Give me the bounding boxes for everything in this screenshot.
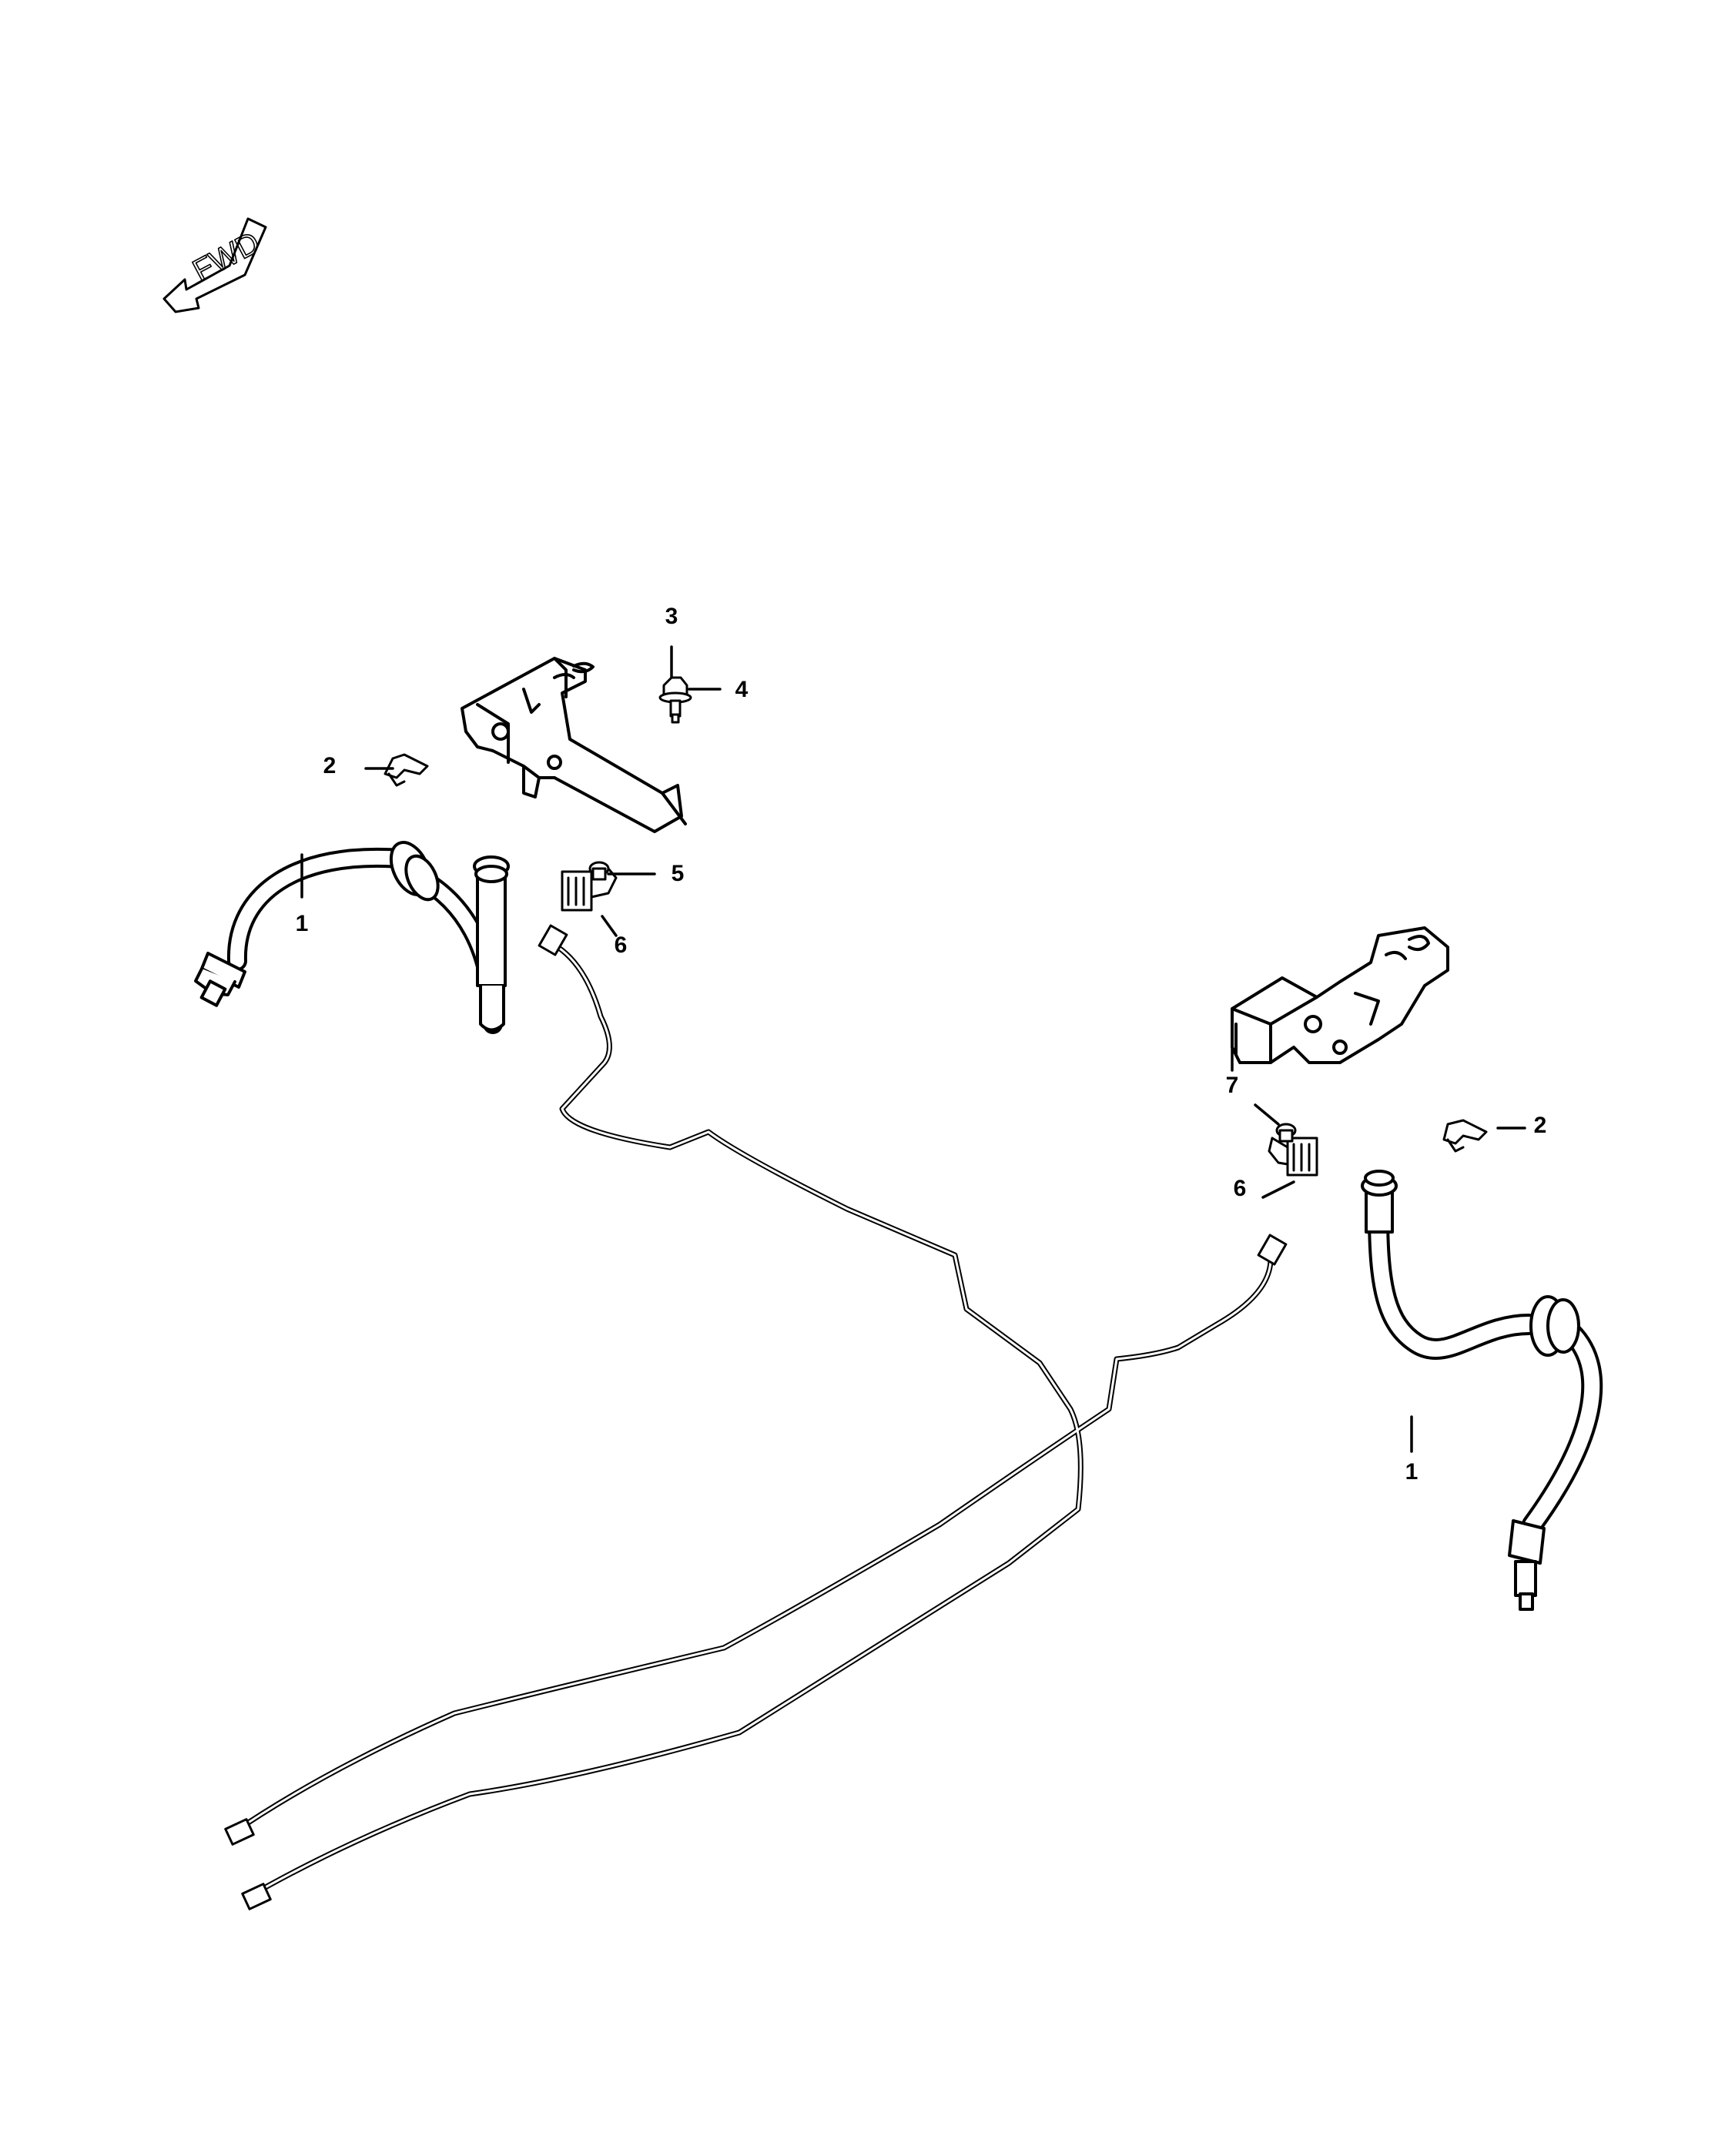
callout-3: 3 <box>665 604 678 629</box>
tube-fittings <box>224 924 1288 1910</box>
right-clip <box>1442 1119 1488 1153</box>
right-retainer <box>1268 1123 1318 1177</box>
callout-1-right: 1 <box>1405 1459 1419 1485</box>
callout-7: 7 <box>1225 1073 1239 1098</box>
callout-6-left: 6 <box>614 932 628 958</box>
callout-1-left: 1 <box>295 911 309 936</box>
right-brake-hose <box>1361 1170 1603 1611</box>
left-clip-nut <box>588 861 610 881</box>
callout-2-right: 2 <box>1533 1113 1547 1138</box>
callout-4: 4 <box>735 677 749 702</box>
leader-lines <box>300 645 1526 1453</box>
left-retainer <box>561 867 618 912</box>
left-brake-hose <box>194 841 510 1034</box>
brake-tubes <box>228 941 1274 1901</box>
left-clip <box>384 753 429 787</box>
right-bracket <box>1231 926 1449 1064</box>
callout-5: 5 <box>671 861 685 886</box>
callout-6-right: 6 <box>1233 1176 1247 1201</box>
callout-2-left: 2 <box>323 753 337 778</box>
brake-tubes-inner <box>231 944 1271 1898</box>
left-bracket <box>461 657 687 833</box>
forward-direction-arrow: FWD <box>162 217 267 313</box>
bolt <box>658 676 692 724</box>
